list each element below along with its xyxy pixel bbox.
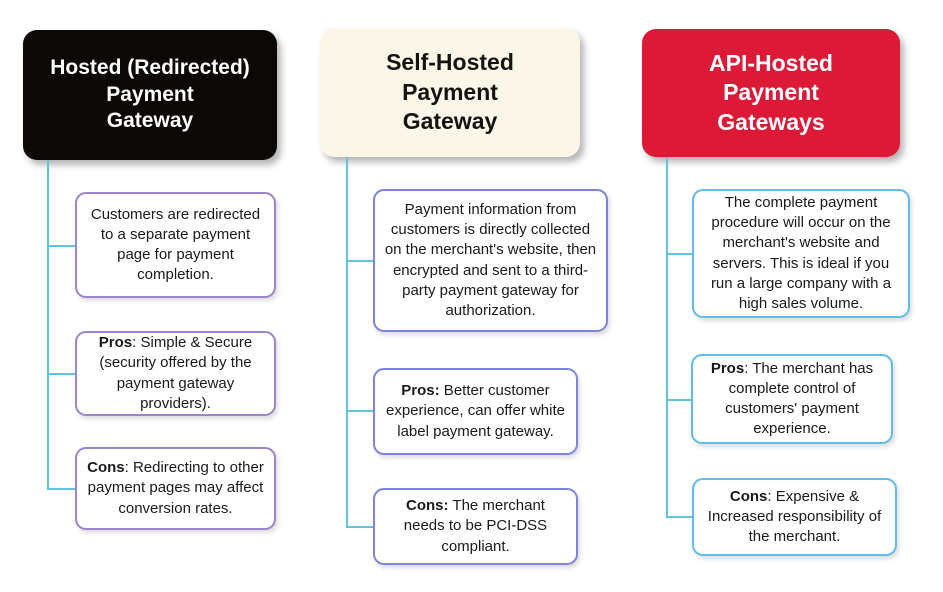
header-line: Payment — [106, 82, 194, 106]
description-text: Payment information from customers is di… — [384, 200, 597, 321]
connector-branch — [666, 399, 691, 401]
description-box: The complete payment procedure will occu… — [692, 189, 910, 318]
header-line: Payment — [402, 78, 498, 105]
header-line: API-Hosted — [709, 49, 833, 76]
connector-branch — [47, 245, 75, 247]
header-line: Gateway — [106, 109, 194, 133]
connector-branch — [666, 516, 692, 518]
box-text: : Simple & Secure (security offered by t… — [99, 334, 253, 412]
connector-branch — [47, 488, 75, 490]
pros-box: Pros: Better customer experience, can of… — [373, 368, 578, 455]
description-box: Payment information from customers is di… — [373, 189, 608, 332]
bold-label: Cons — [87, 459, 125, 477]
header-line: Self-Hosted — [386, 49, 514, 76]
bold-label: Pros — [710, 359, 745, 377]
pros-box: Pros: Simple & Secure (security offered … — [75, 331, 276, 416]
bold-label: Cons: — [406, 497, 449, 515]
pros-text: Pros: The merchant has complete control … — [702, 359, 882, 439]
connector-branch — [666, 253, 692, 255]
header-api-hosted: API-Hosted Payment Gateways — [642, 29, 900, 157]
description-text: Customers are redirected to a separate p… — [86, 205, 265, 285]
pros-text: Pros: Simple & Secure (security offered … — [86, 333, 265, 413]
box-text: The merchant needs to be PCI-DSS complia… — [403, 497, 548, 555]
box-text: Payment information from customers is di… — [384, 201, 597, 319]
header-self-hosted: Self-Hosted Payment Gateway — [320, 28, 580, 157]
cons-text: Cons: Redirecting to other payment pages… — [86, 458, 265, 518]
header-line: Gateway — [402, 108, 498, 135]
header-line: Gateways — [717, 108, 825, 135]
pros-text: Pros: Better customer experience, can of… — [384, 381, 567, 441]
box-text: : The merchant has complete control of c… — [725, 359, 874, 438]
cons-box: Cons: The merchant needs to be PCI-DSS c… — [373, 488, 578, 565]
cons-text: Cons: Expensive & Increased responsibili… — [703, 487, 886, 547]
connector-vertical-line — [346, 157, 348, 527]
box-text: Customers are redirected to a separate p… — [90, 205, 261, 284]
bold-label: Pros — [98, 334, 133, 352]
pros-box: Pros: The merchant has complete control … — [691, 354, 893, 444]
bold-label: Cons — [729, 487, 768, 505]
box-text: : Redirecting to other payment pages may… — [87, 459, 264, 517]
box-text: The complete payment procedure will occu… — [710, 194, 892, 312]
header-hosted-redirected: Hosted (Redirected) Payment Gateway — [23, 30, 277, 160]
description-box: Customers are redirected to a separate p… — [75, 192, 276, 298]
cons-box: Cons: Expensive & Increased responsibili… — [692, 478, 897, 556]
connector-branch — [346, 260, 373, 262]
connector-branch — [346, 410, 373, 412]
cons-box: Cons: Redirecting to other payment pages… — [75, 447, 276, 530]
header-line: Payment — [723, 79, 819, 106]
cons-text: Cons: The merchant needs to be PCI-DSS c… — [384, 496, 567, 556]
connector-branch — [346, 526, 373, 528]
description-text: The complete payment procedure will occu… — [703, 193, 899, 314]
connector-vertical-line — [666, 157, 668, 517]
box-text: Better customer experience, can offer wh… — [386, 382, 565, 440]
connector-vertical-line — [47, 160, 49, 489]
connector-branch — [47, 373, 75, 375]
header-line: Hosted (Redirected) — [50, 55, 250, 79]
bold-label: Pros: — [401, 382, 440, 400]
box-text: : Expensive & Increased responsibility o… — [707, 487, 882, 546]
